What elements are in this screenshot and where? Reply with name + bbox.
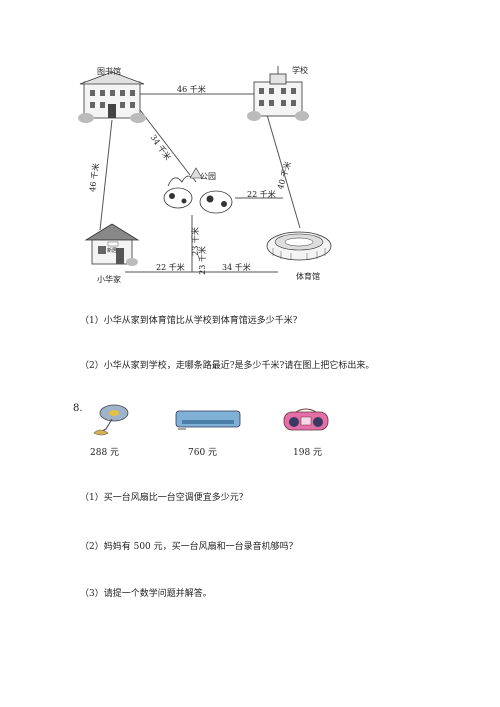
- stadium-building-icon: [266, 231, 332, 261]
- distance-park-stadium: 22 千米: [247, 190, 276, 199]
- road-library-park: [139, 109, 191, 176]
- label-library: 图书馆: [97, 67, 121, 76]
- price-fan: 288 元: [90, 448, 120, 458]
- distance-home-mid: 22 千米: [156, 263, 185, 272]
- distance-mid-stadium: 34 千米: [222, 263, 251, 272]
- distance-park-down-2: 23 千米: [197, 246, 207, 275]
- distance-library-school: 46 千米: [177, 85, 206, 94]
- map-question-1: （1）小华从家到体育馆比从学校到体育馆远多少千米？: [80, 316, 302, 326]
- label-home: 小华家: [97, 275, 121, 284]
- road-library-home: [99, 119, 113, 231]
- park-icon: [163, 167, 233, 214]
- problem-number: 8.: [73, 403, 83, 414]
- library-building-icon: [78, 71, 146, 123]
- price-tape-recorder: 198 元: [293, 448, 323, 458]
- label-stadium: 体育馆: [296, 272, 320, 281]
- problem8-question-2: （2）妈妈有 500 元，买一台风扇和一台录音机够吗？: [80, 542, 298, 552]
- tape-recorder-icon: [283, 408, 329, 431]
- house-sign: 新居: [107, 248, 118, 254]
- home-building-icon: [84, 223, 140, 266]
- label-park: 公园: [200, 172, 216, 181]
- problem8-question-1: （1）买一台风扇比一台空调便宜多少元？: [80, 493, 248, 503]
- school-building-icon: [247, 66, 309, 121]
- fan-icon: [93, 404, 129, 436]
- road-school-stadium: [264, 107, 301, 229]
- air-conditioner-icon: [175, 410, 241, 430]
- problem8-question-3: （3）请提一个数学问题并解答。: [80, 589, 212, 599]
- price-air-conditioner: 760 元: [188, 448, 218, 458]
- label-school: 学校: [292, 66, 308, 75]
- route-map: [78, 66, 332, 273]
- map-question-2: （2）小华从家到学校，走哪条路最近?是多少千米?请在图上把它标出来。: [80, 361, 375, 371]
